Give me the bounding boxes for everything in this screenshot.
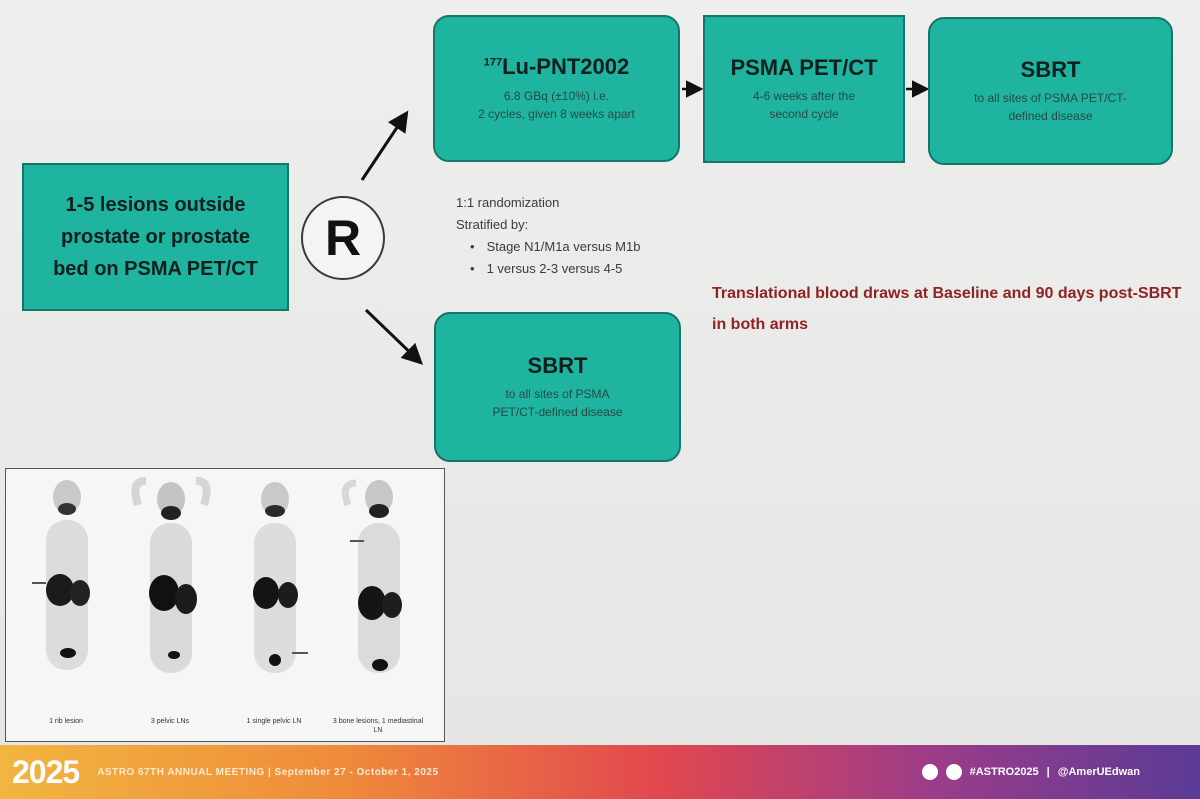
- facebook-icon: [945, 764, 962, 780]
- social-handle: @AmerUEdwan: [1057, 766, 1140, 778]
- lu-schedule: 2 cycles, given 8 weeks apart: [478, 106, 635, 121]
- separator: |: [1046, 766, 1050, 778]
- randomization-info: 1:1 randomization Stratified by: Stage N…: [456, 192, 640, 280]
- x-icon: [921, 764, 938, 780]
- psma-pet-ct-box: PSMA PET/CT 4-6 weeks after the second c…: [703, 15, 905, 163]
- pet-images-panel: 1 rib lesion 3 pelvic LNs 1 single pelvi…: [5, 468, 445, 742]
- translational-note: Translational blood draws at Baseline an…: [712, 285, 1182, 333]
- eligibility-line-2: prostate or prostate: [61, 226, 250, 248]
- pet-scan-image: [253, 482, 308, 673]
- sbrt-experimental-box: SBRT to all sites of PSMA PET/CT- define…: [928, 17, 1173, 165]
- arrow-to-experimental-arm: [360, 110, 409, 181]
- stratification-list: Stage N1/M1a versus M1b 1 versus 2-3 ver…: [456, 236, 641, 280]
- stratification-factor: 1 versus 2-3 versus 4-5: [470, 258, 640, 280]
- lu-pnt2002-name: Lu-PNT2002: [502, 54, 630, 80]
- pet-scan-image: [32, 480, 90, 670]
- sbrt-experimental-title: SBRT: [1020, 56, 1081, 82]
- pet-caption-2: 3 pelvic LNs: [150, 718, 190, 725]
- flow-arrows: [360, 80, 930, 365]
- footer-banner: 2025 ASTRO 67TH ANNUAL MEETING | Septemb…: [0, 745, 1200, 799]
- stratified-label: Stratified by:: [456, 217, 529, 232]
- pet-timing-line-1: 4-6 weeks after the: [752, 89, 856, 104]
- eligibility-line-1: 1-5 lesions outside: [65, 194, 246, 216]
- astro-2025-logo: 2025: [12, 753, 80, 790]
- lu-pnt2002-box: 177Lu-PNT2002 6.8 GBq (±10%) i.e. 2 cycl…: [433, 15, 680, 162]
- sbrt-ctrl-line-1: to all sites of PSMA: [505, 387, 610, 402]
- isotope-superscript: 177: [483, 56, 503, 69]
- sbrt-control-box: SBRT to all sites of PSMA PET/CT-defined…: [434, 312, 681, 462]
- sbrt-exp-line-2: defined disease: [1008, 109, 1093, 124]
- sbrt-ctrl-line-2: PET/CT-defined disease: [492, 405, 623, 420]
- randomization-circle: R: [301, 196, 385, 280]
- meeting-info: ASTRO 67TH ANNUAL MEETING | September 27…: [97, 766, 439, 778]
- hashtag: #ASTRO2025: [969, 766, 1039, 778]
- pet-caption-1: 1 rib lesion: [49, 718, 83, 725]
- stratification-factor: Stage N1/M1a versus M1b: [470, 236, 641, 258]
- eligibility-box: 1-5 lesions outside prostate or prostate…: [22, 163, 289, 311]
- sbrt-exp-line-1: to all sites of PSMA PET/CT-: [974, 91, 1127, 106]
- randomization-ratio: 1:1 randomization: [456, 195, 560, 210]
- slide: 1-5 lesions outside prostate or prostate…: [0, 0, 1200, 745]
- arrow-to-control-arm: [364, 308, 424, 365]
- pet-scan-image: [341, 479, 402, 673]
- pet-scan-image: [131, 477, 211, 673]
- lu-pnt2002-details: 6.8 GBq (±10%) i.e. 2 cycles, given 8 we…: [464, 87, 649, 123]
- psma-pet-ct-details: 4-6 weeks after the second cycle: [739, 87, 869, 123]
- pet-caption-4: 3 bone lesions, 1 mediastinal LN: [332, 718, 424, 734]
- social-links: #ASTRO2025 | @AmerUEdwan: [921, 764, 1140, 780]
- lu-dose: 6.8 GBq (±10%) i.e.: [503, 88, 610, 103]
- pet-timing-line-2: second cycle: [769, 107, 839, 122]
- psma-pet-ct-title: PSMA PET/CT: [730, 54, 878, 80]
- sbrt-experimental-details: to all sites of PSMA PET/CT- defined dis…: [960, 89, 1141, 125]
- pet-caption-3: 1 single pelvic LN: [246, 718, 302, 725]
- eligibility-line-3: bed on PSMA PET/CT: [53, 258, 258, 280]
- sbrt-control-title: SBRT: [527, 352, 588, 378]
- lu-pnt2002-title: 177Lu-PNT2002: [484, 54, 630, 80]
- sbrt-control-details: to all sites of PSMA PET/CT-defined dise…: [478, 385, 636, 421]
